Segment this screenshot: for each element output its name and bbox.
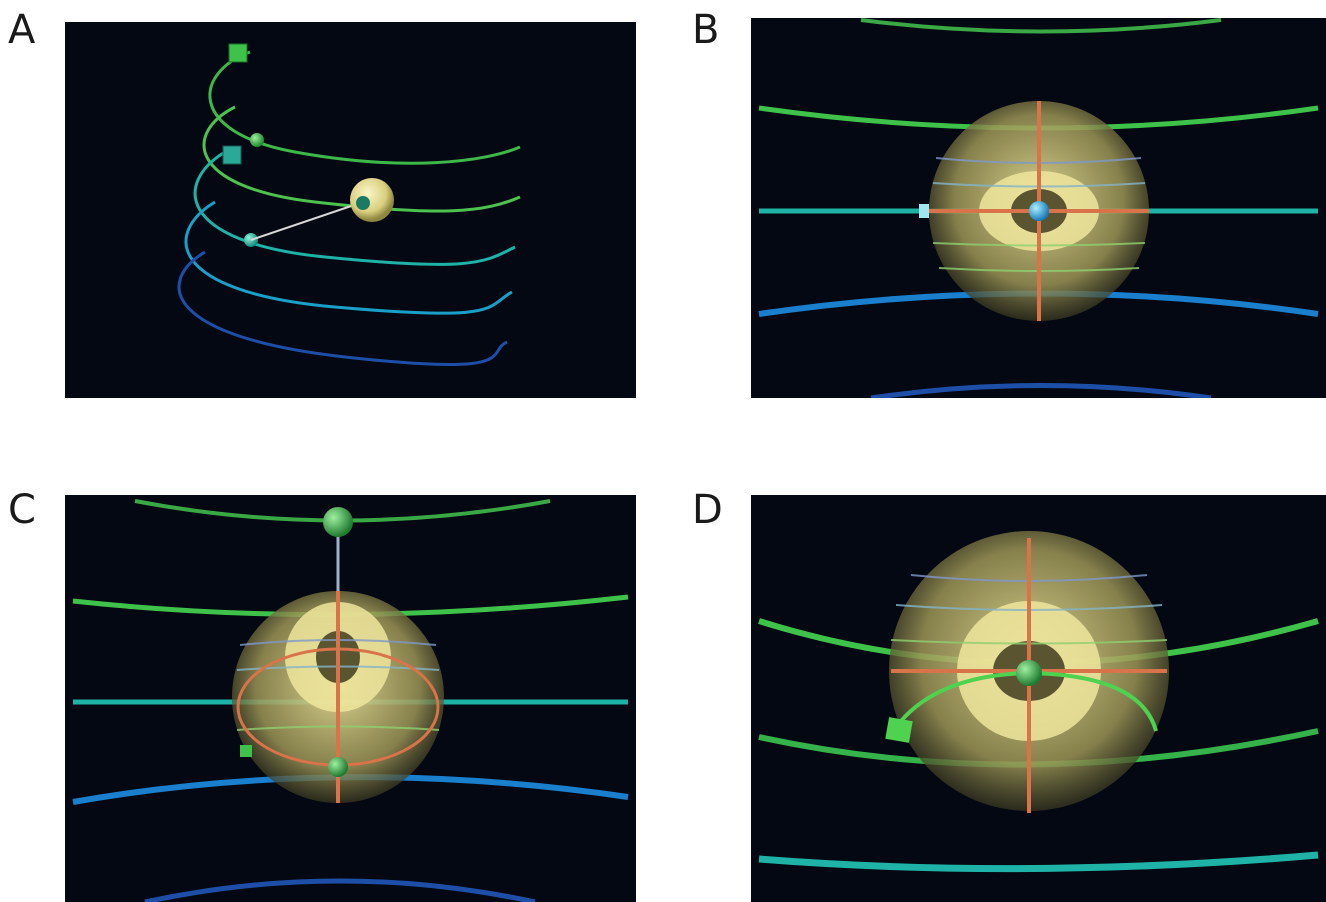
cyan-ball-target [1029,201,1049,221]
green-cube-marker [228,43,248,63]
teal-track [758,851,1319,873]
green-ball-top [323,507,353,537]
panel-d [751,495,1326,902]
panel-a [65,22,636,398]
cyan-cube-marker [919,204,929,218]
green-track-top [860,18,1222,34]
green-cube-marker [240,745,252,757]
panel-label-d: D [692,487,723,533]
green-ball-marker [250,133,264,147]
deep-blue-track [870,383,1212,398]
panel-b-scene [758,18,1319,398]
panel-c [65,495,636,902]
green-ball-center [1016,660,1042,686]
helix-turn-3 [193,150,516,266]
helix-turn-4 [184,200,513,315]
deep-blue-track [144,878,536,902]
probe-line [250,201,364,241]
observer-sphere-eye [356,196,370,210]
teal-cube-marker [222,145,242,165]
helix-turn-5 [177,250,508,366]
green-ball-lower [328,757,348,777]
observer-sphere [350,178,394,222]
panel-d-scene [758,531,1319,873]
panel-label-a: A [8,7,36,53]
panel-label-c: C [8,487,36,533]
panel-a-scene [177,43,521,366]
helix-turn-1 [208,50,521,165]
panel-c-scene [72,499,629,902]
panel-label-b: B [692,7,720,53]
green-cube-marker [885,717,913,743]
helix-turn-2 [202,105,521,213]
panel-b [751,18,1326,398]
